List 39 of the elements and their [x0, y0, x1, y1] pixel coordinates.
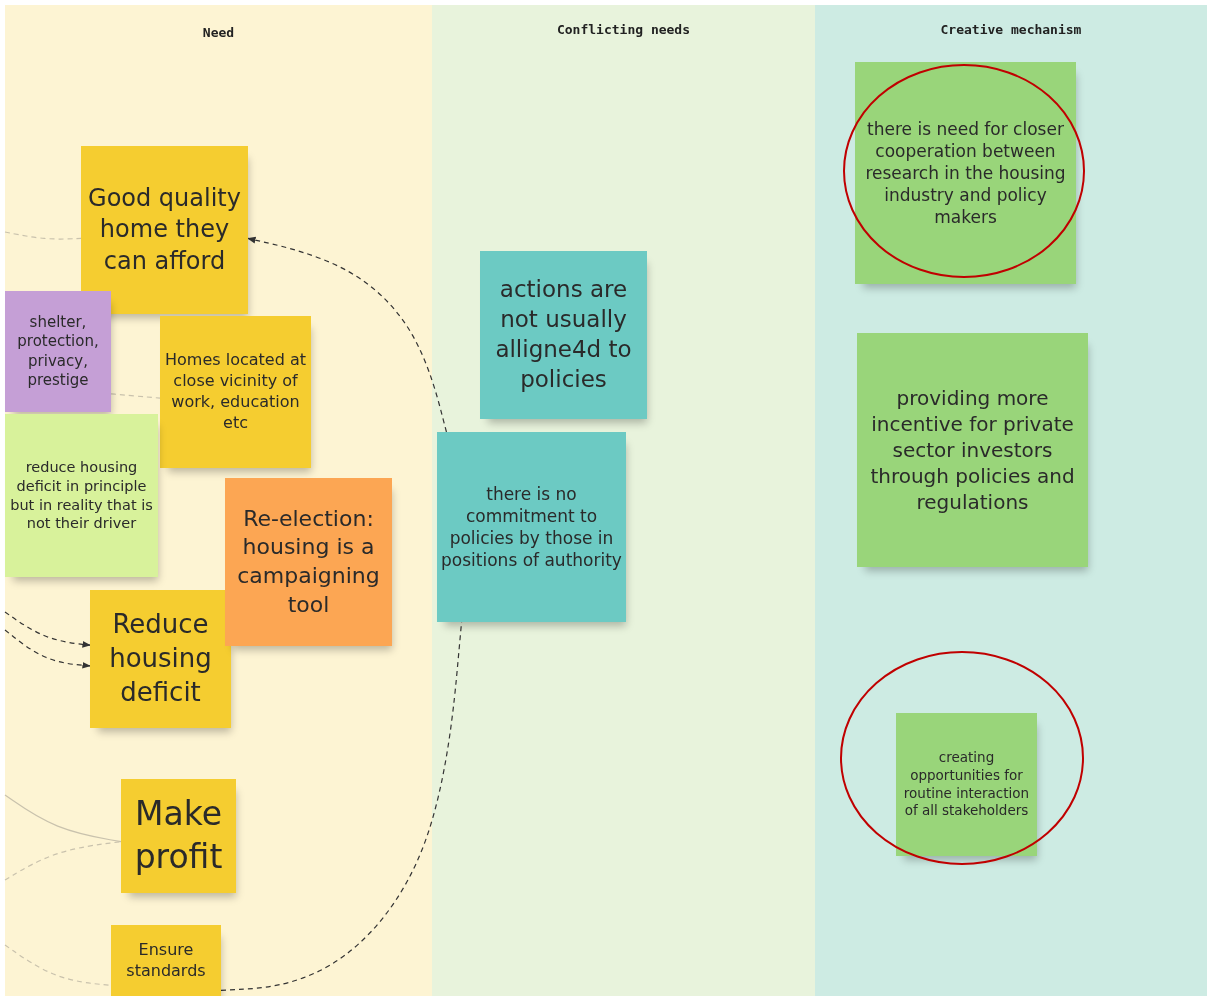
sticky-note [896, 713, 1037, 856]
sticky-note [81, 146, 248, 314]
sticky-note [5, 414, 158, 577]
column-heading: Need [201, 25, 236, 40]
sticky-note [857, 333, 1088, 567]
column-band [815, 5, 1207, 996]
note-text: actions are not usually alligne4d to policies [494, 275, 633, 394]
sticky-note [160, 316, 311, 468]
connector-line [4, 794, 122, 843]
sticky-note [121, 779, 236, 893]
note-text: providing more incentive for private sector investors through policies and regulations [869, 385, 1076, 515]
connector-line [247, 236, 448, 433]
note-text: reduce housing deficit in principle but in reality that is not their driver [9, 457, 154, 534]
note-text: Re-election: housing is a campaigning tool [236, 504, 381, 619]
column-heading: Conflicting needs [555, 22, 692, 37]
sticky-note [90, 590, 231, 728]
connector-line [4, 611, 91, 648]
connector-line [4, 629, 91, 669]
note-text: Reduce housing deficit [108, 608, 213, 709]
note-text: creating opportunities for routine interaction of all stakeholders [902, 749, 1031, 820]
note-text: there is need for closer cooperation between research in the housing industry and policy makers [864, 117, 1067, 229]
connector-line [4, 231, 82, 240]
column-heading: Creative mechanism [939, 22, 1083, 37]
note-text: Good quality home they can afford [87, 183, 242, 277]
sticky-note [225, 478, 392, 646]
sticky-note [480, 251, 647, 419]
note-text: shelter, protection, privacy, prestige [16, 312, 100, 391]
connector-line [4, 841, 122, 881]
sticky-note [111, 925, 221, 996]
column-band [432, 5, 815, 996]
connector-line [4, 944, 112, 986]
note-text: there is no commitment to policies by those in positions of authority [441, 482, 622, 572]
note-text: Homes located at close vicinity of work, education etc [164, 350, 307, 434]
column-band [5, 5, 432, 996]
sticky-note [5, 291, 111, 412]
note-text: Make profit [133, 793, 224, 878]
sticky-note [437, 432, 626, 622]
connector-line [110, 393, 161, 399]
note-text: Ensure standards [125, 939, 207, 982]
